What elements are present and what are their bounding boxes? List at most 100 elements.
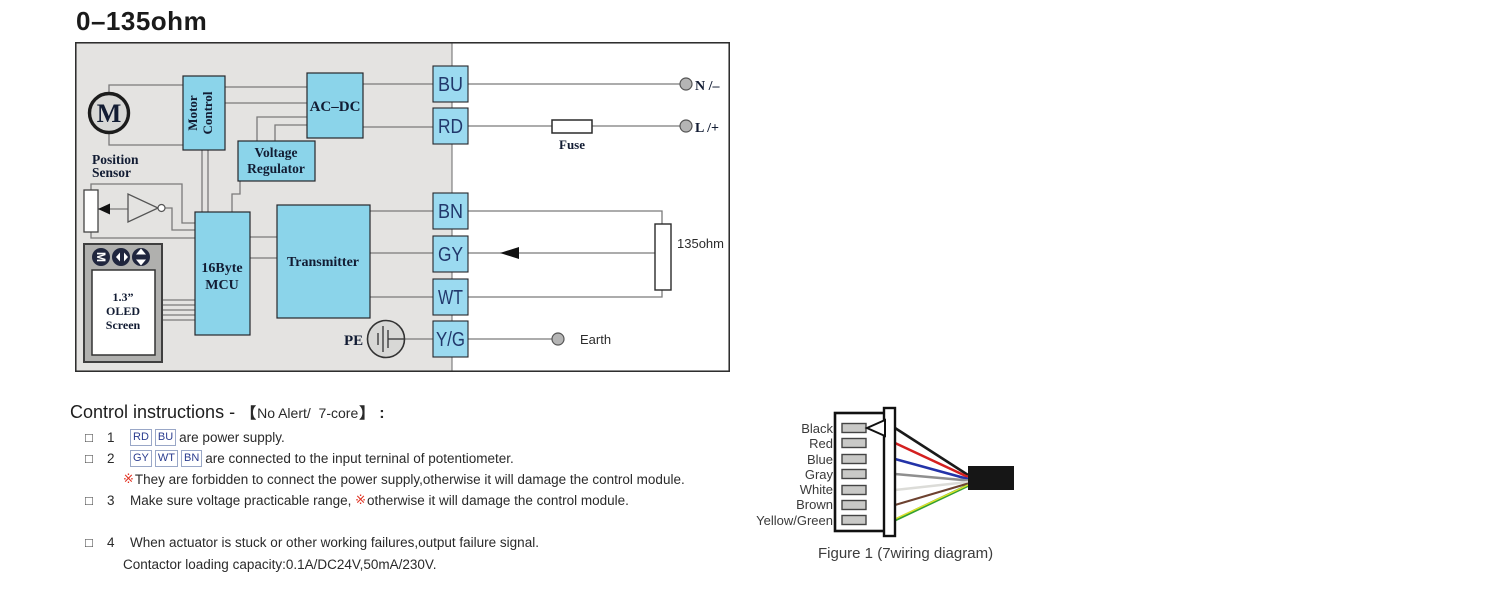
instructions-heading-variant: No Alert/ 7-core	[257, 405, 359, 421]
heading-colon: :	[379, 405, 385, 422]
figure-wire-labels: Black Red Blue Gray White Brown Yellow/G…	[695, 421, 833, 528]
ac-dc-block: AC–DC	[306, 72, 364, 139]
position-sensor-label-1: Position	[92, 152, 139, 167]
terminal-n: N /–	[679, 77, 721, 94]
item-text: are power supply.	[179, 430, 285, 445]
wire-label-black: Black	[801, 421, 833, 436]
motor-letter: M	[97, 99, 122, 128]
wire-tag-yg	[432, 320, 469, 358]
motor-control-label-2: Control	[200, 91, 215, 134]
instructions-heading-text: Control instructions -	[70, 402, 241, 422]
item-text-after: otherwise it will damage the control mod…	[367, 492, 629, 508]
wire-tag-rd-label: RD	[438, 116, 463, 138]
item-text: When actuator is stuck or other working …	[130, 535, 539, 550]
cable-sheath	[968, 466, 1014, 490]
op-amp-output-node	[157, 203, 166, 213]
transmitter-label: Transmitter	[287, 255, 359, 270]
wire-label-brown: Brown	[796, 497, 833, 513]
oled-label-3: Screen	[106, 318, 141, 332]
terminal-earth: Earth	[551, 332, 611, 347]
wiring-schematic: M Motor Control AC–DC Voltage Regulator	[74, 41, 731, 373]
oled-panel: M 1.3” OLED Screen	[83, 243, 163, 363]
wire-chip-wt: WT	[154, 450, 179, 467]
terminal-earth-label: Earth	[580, 332, 611, 347]
resistor-135ohm: 135ohm	[654, 223, 724, 291]
wire-tag-wt	[432, 278, 469, 316]
wire-tag-bn-label: BN	[438, 201, 463, 223]
checkbox-icon: □	[85, 535, 93, 550]
item-text2: Contactor loading capacity:0.1A/DC24V,50…	[123, 557, 437, 572]
resistor-value-label: 135ohm	[677, 236, 724, 251]
wire-label-white: White	[799, 482, 833, 498]
bracket-open: 【	[241, 405, 257, 422]
figure-connector	[805, 403, 1020, 548]
oled-label-1: 1.3”	[113, 290, 134, 304]
item-text: are connected to the input terninal of p…	[205, 451, 514, 466]
voltage-regulator-label-2: Regulator	[247, 161, 305, 176]
instructions-heading: Control instructions - 【 No Alert/ 7-cor…	[70, 402, 385, 423]
mcu-label-1: 16Byte	[201, 261, 242, 276]
schematic-canvas: M Motor Control AC–DC Voltage Regulator	[74, 41, 731, 373]
instruction-item-4-line2: Contactor loading capacity:0.1A/DC24V,50…	[123, 557, 436, 572]
wire-chip-rd: RD	[130, 429, 152, 446]
schematic-border	[74, 41, 731, 373]
figure-caption: Figure 1 (7wiring diagram)	[818, 545, 994, 562]
wire-chip-bn: BN	[181, 450, 203, 467]
item-number: 2	[107, 451, 115, 466]
wire-chip-gy: GY	[130, 450, 152, 467]
warning-text: They are forbidden to connect the power …	[134, 471, 685, 487]
wire-chip-bu: BU	[154, 429, 177, 446]
terminal-l-label: L /+	[695, 121, 719, 136]
position-sensor-label-2: Sensor	[92, 165, 131, 180]
wiring-lines	[90, 83, 680, 340]
fuse-symbol: Fuse	[551, 119, 593, 152]
op-amp-icon	[127, 192, 160, 224]
potentiometer-symbol	[83, 189, 99, 233]
checkbox-icon: □	[85, 451, 93, 466]
position-sensor: Position Sensor	[83, 152, 166, 233]
checkbox-icon: □	[85, 430, 93, 445]
wire-label-red: Red	[809, 436, 833, 452]
connector-canvas	[833, 406, 1014, 538]
instruction-item-2: □ 2 GY WT BN are connected to the input …	[85, 450, 514, 467]
bracket-close: 】	[359, 405, 375, 422]
mcu-block: 16Byte MCU	[194, 211, 251, 336]
wire-tag-gy	[432, 235, 469, 273]
warning-mark-icon: ※	[123, 471, 134, 486]
pe-label: PE	[344, 333, 363, 349]
pe-ground-icon: PE	[344, 319, 406, 359]
fuse-label: Fuse	[559, 137, 585, 152]
motor-icon: M	[87, 91, 131, 135]
wire-label-blue: Blue	[806, 451, 833, 467]
wire-label-yellow-green: Yellow/Green	[756, 512, 833, 528]
item-number: 1	[107, 430, 115, 445]
wire-label-gray: Gray	[804, 466, 833, 482]
instruction-item-3: □ 3 Make sure voltage practicable range,…	[85, 492, 629, 508]
oled-screen	[91, 269, 156, 356]
checkbox-icon: □	[85, 492, 93, 508]
connector-flange	[882, 406, 897, 538]
connector-pins	[841, 422, 867, 526]
signal-arrow-icon	[500, 247, 519, 259]
wire-tag-bu-label: BU	[438, 74, 463, 96]
item-number: 4	[107, 535, 115, 550]
item-number: 3	[107, 492, 115, 508]
oled-label-2: OLED	[106, 304, 140, 318]
connector-wires	[894, 426, 969, 522]
pin1-marker-icon	[864, 418, 886, 438]
wire-tag-yg-label: Y/G	[436, 329, 465, 351]
wire-tag-wt-label: WT	[438, 287, 463, 309]
warning-mark-icon: ※	[355, 492, 367, 507]
wire-tags: BU RD BN GY WT Y/G	[432, 65, 469, 358]
item-text: Make sure voltage practicable range,	[130, 492, 356, 508]
wire-tag-gy-label: GY	[438, 244, 463, 266]
terminal-n-label: N /–	[695, 79, 721, 94]
transmitter-block: Transmitter	[276, 204, 371, 319]
ac-dc-label: AC–DC	[310, 99, 361, 115]
instruction-item-1: □ 1 RD BU are power supply.	[85, 429, 285, 446]
voltage-regulator-block: Voltage Regulator	[237, 140, 316, 182]
menu-button-glyph: M	[94, 252, 108, 262]
left-right-button-icon	[112, 248, 130, 266]
mcu-label-2: MCU	[205, 278, 238, 293]
